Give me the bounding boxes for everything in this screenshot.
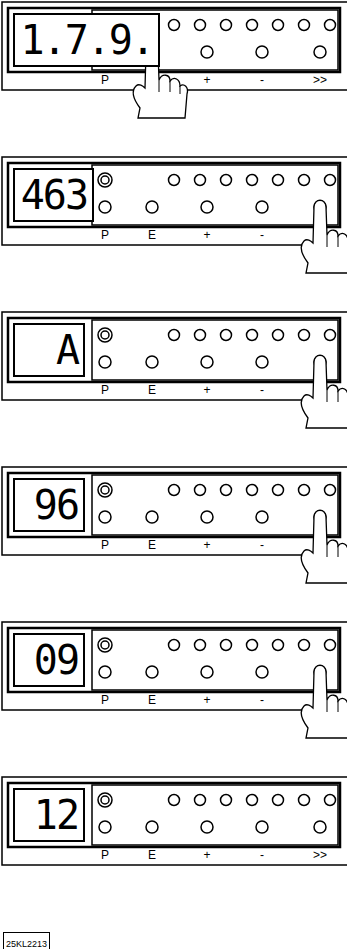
button-label: - bbox=[260, 538, 264, 552]
button-label: P bbox=[101, 228, 109, 242]
pressing-hand bbox=[301, 665, 347, 738]
control-panel bbox=[2, 2, 347, 90]
button-label: + bbox=[203, 848, 210, 862]
node-text: 25KL2213 bbox=[6, 939, 47, 949]
button-label: - bbox=[260, 693, 264, 707]
control-panel bbox=[2, 467, 347, 555]
pressing-hand bbox=[301, 355, 347, 428]
button-label: - bbox=[260, 73, 264, 87]
display-readout: 463 bbox=[13, 168, 94, 222]
node-text: 09 bbox=[34, 640, 78, 680]
button-label: P bbox=[101, 383, 109, 397]
display-readout: 12 bbox=[13, 788, 85, 842]
button-label: E bbox=[148, 228, 156, 242]
control-panel bbox=[2, 157, 347, 245]
node-text: 463 bbox=[21, 175, 87, 215]
button-label: P bbox=[101, 538, 109, 552]
pressing-hand bbox=[301, 200, 347, 273]
display-readout: 09 bbox=[13, 633, 85, 687]
button-label: E bbox=[148, 693, 156, 707]
button-label: + bbox=[203, 383, 210, 397]
button-label: + bbox=[203, 538, 210, 552]
figure-code: 25KL2213 bbox=[3, 932, 50, 949]
button-label: - bbox=[260, 228, 264, 242]
node-text: 1.7.9. bbox=[21, 20, 154, 60]
button-label: >> bbox=[313, 73, 327, 87]
button-label: - bbox=[260, 383, 264, 397]
display-readout: 1.7.9. bbox=[13, 13, 160, 67]
button-label: E bbox=[148, 383, 156, 397]
button-label: >> bbox=[313, 848, 327, 862]
button-label: P bbox=[101, 693, 109, 707]
node-text: A bbox=[56, 330, 78, 370]
button-label: E bbox=[148, 848, 156, 862]
button-label: - bbox=[260, 848, 264, 862]
button-label: + bbox=[203, 228, 210, 242]
button-label: + bbox=[203, 693, 210, 707]
display-readout: 96 bbox=[13, 478, 85, 532]
button-label: + bbox=[203, 73, 210, 87]
button-label: P bbox=[101, 73, 109, 87]
control-panel bbox=[2, 622, 347, 710]
button-label: E bbox=[148, 538, 156, 552]
control-panel bbox=[2, 312, 347, 400]
display-readout: A bbox=[13, 323, 85, 377]
control-panel bbox=[2, 777, 347, 865]
node-text: 96 bbox=[34, 485, 78, 525]
button-label: P bbox=[101, 848, 109, 862]
node-text: 12 bbox=[34, 795, 78, 835]
pressing-hand bbox=[301, 510, 347, 583]
